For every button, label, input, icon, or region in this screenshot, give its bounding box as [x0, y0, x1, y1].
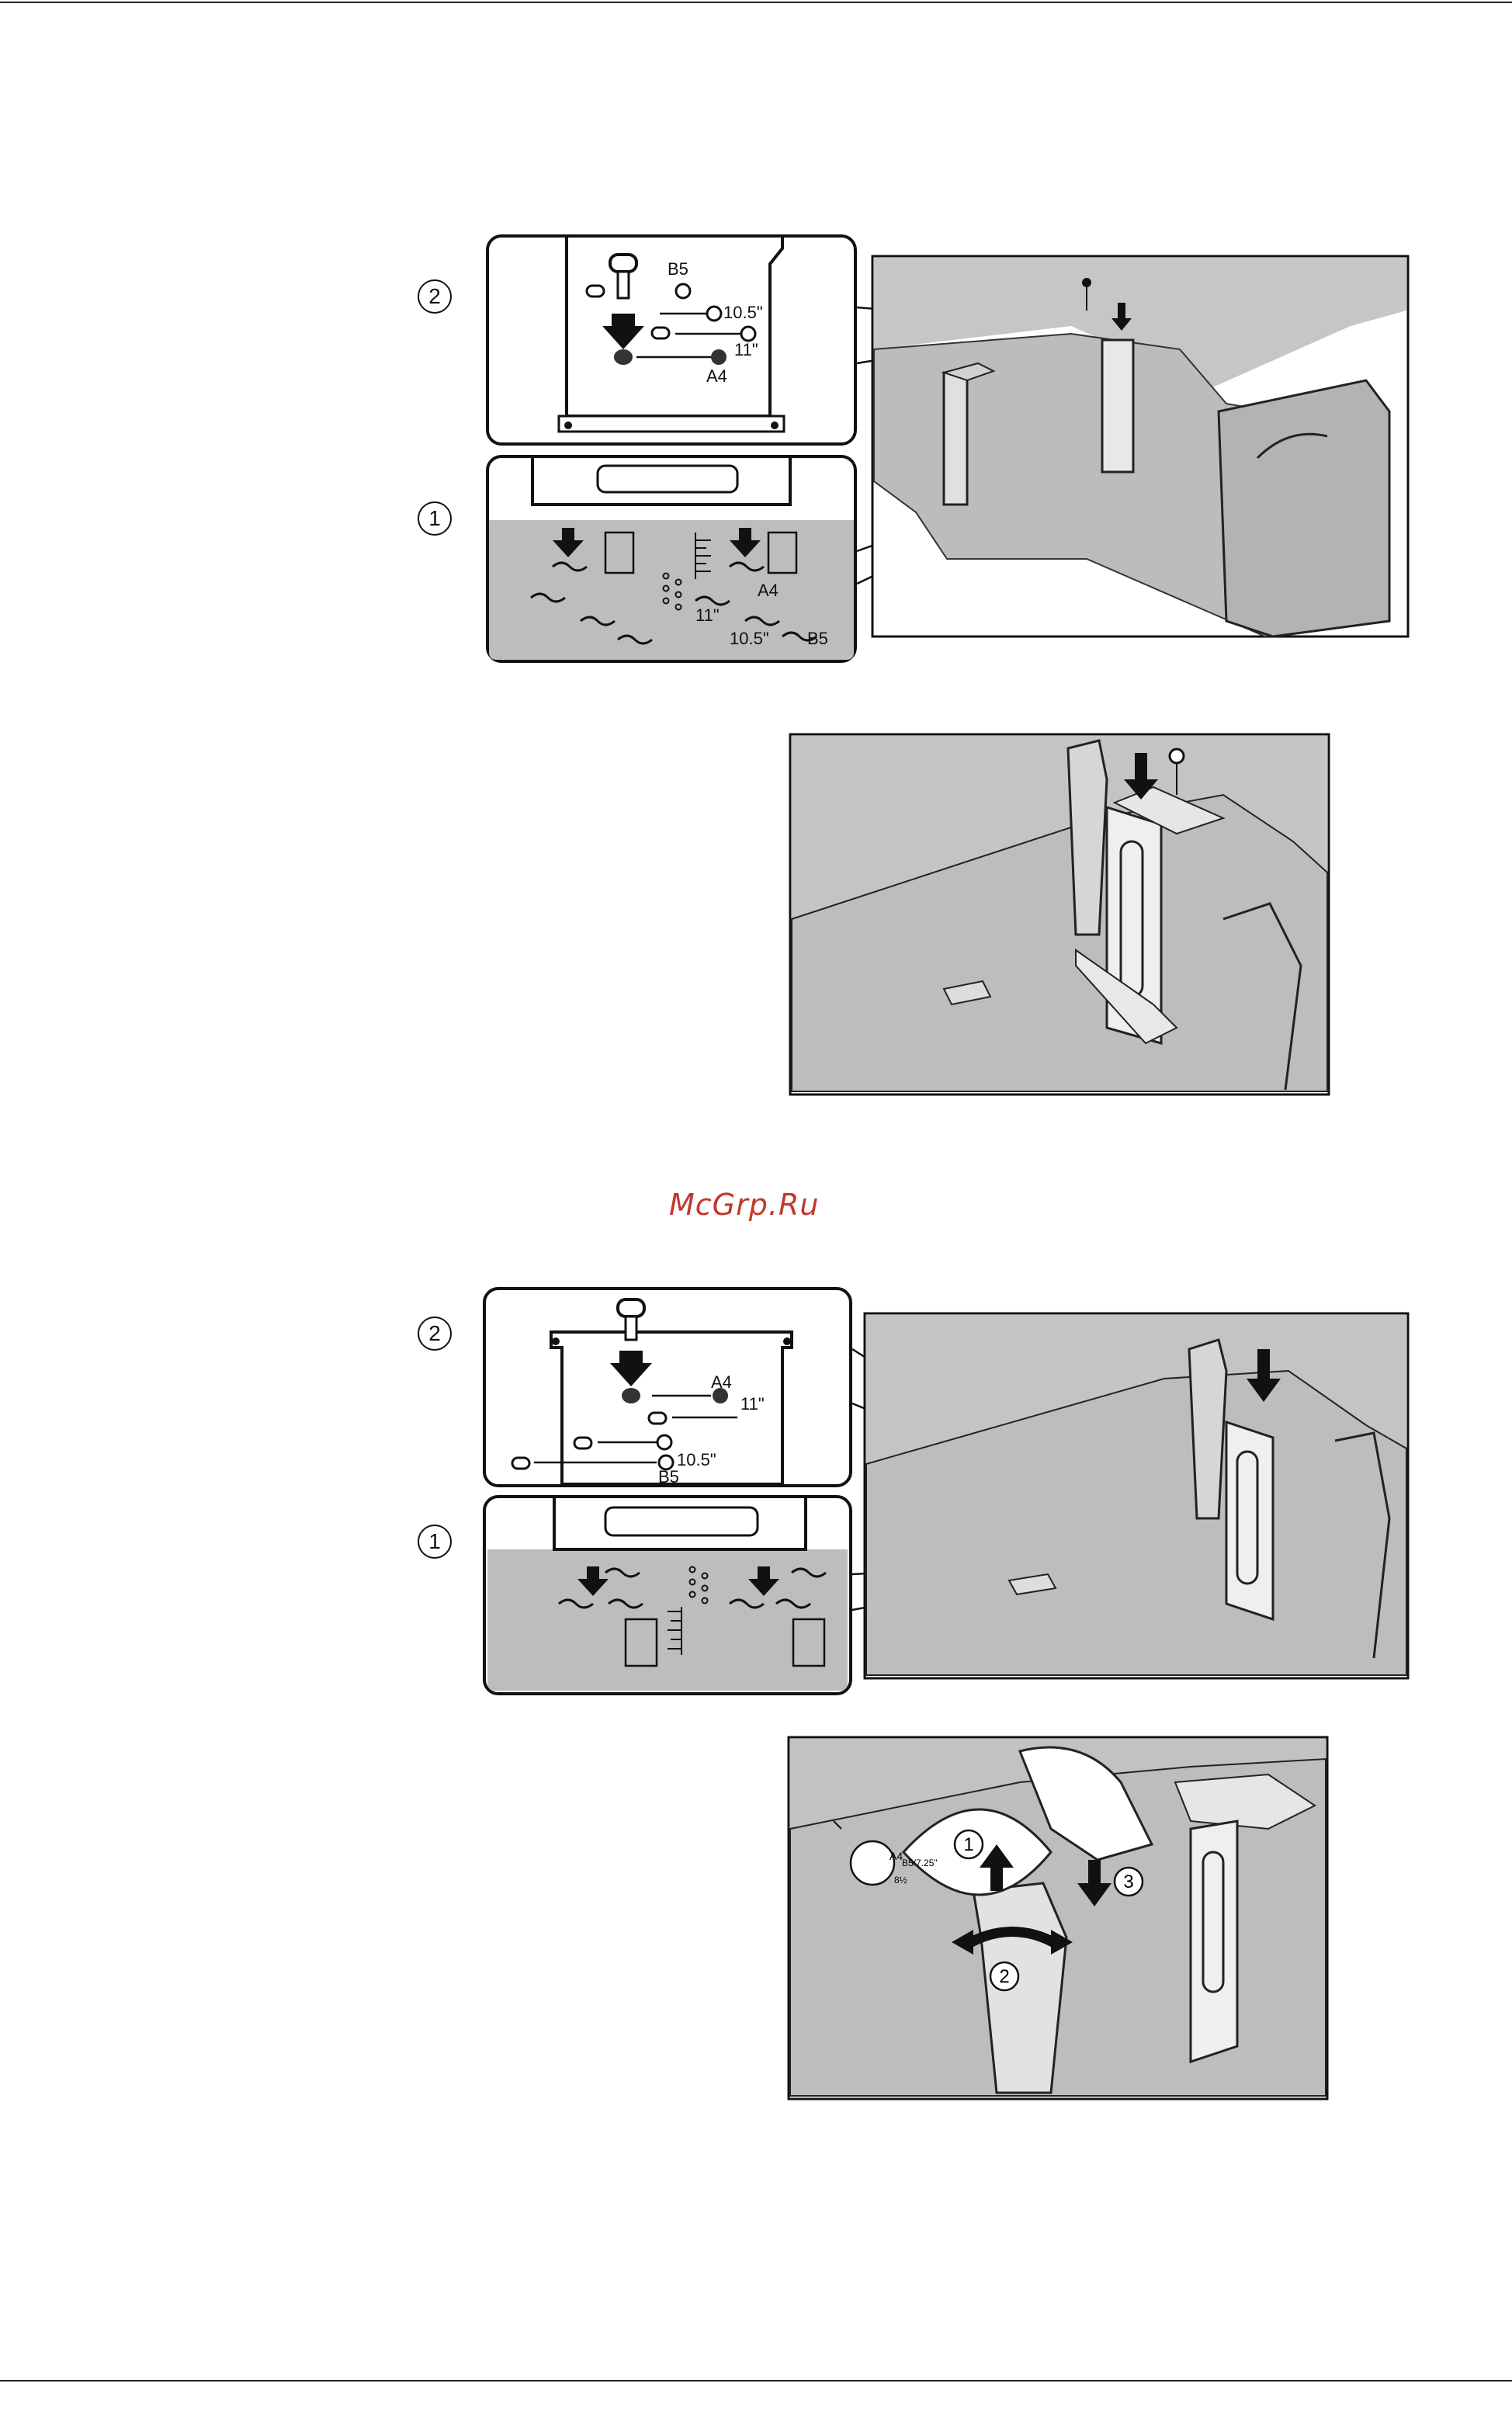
- label-11in: 11": [695, 605, 720, 625]
- label-10-5in: 10.5": [723, 303, 763, 322]
- label-10-5in: 10.5": [730, 629, 769, 648]
- figure-4-illustration: 1 2 3 A4 B5/7.25" 8½: [787, 1736, 1330, 2102]
- watermark: McGrp.Ru: [669, 1188, 871, 1222]
- label-11in: 11": [740, 1394, 765, 1414]
- label-b5: B5: [807, 629, 828, 648]
- step-marker-2-label: 2: [999, 1966, 1009, 1987]
- bottom-rule: [0, 2380, 1512, 2382]
- label-a4: A4: [758, 581, 779, 600]
- tray-drawing-1: [872, 256, 1408, 637]
- step-marker-1-label: 1: [963, 1834, 973, 1855]
- dial-label-8-5: 8½: [894, 1875, 907, 1885]
- inset-top: [484, 1289, 851, 1486]
- dial-label-a4: A4: [890, 1850, 903, 1862]
- figure-2-illustration: [789, 733, 1332, 1098]
- step-marker-1: 1: [418, 501, 452, 536]
- label-a4: A4: [706, 366, 727, 386]
- figure-1-illustration: B5 10.5" 11" A4 A4 11" 10.5" B5: [481, 233, 1413, 668]
- top-rule: [0, 2, 1512, 3]
- step-marker-1: 1: [418, 1525, 452, 1559]
- dial-label-b5: B5/7.25": [902, 1858, 938, 1868]
- label-b5: B5: [658, 1467, 679, 1487]
- tray-drawing-3: [865, 1313, 1408, 1678]
- label-11in: 11": [734, 340, 758, 359]
- step-marker-2: 2: [418, 1317, 452, 1351]
- step-marker-2: 2: [418, 279, 452, 314]
- label-b5: B5: [668, 259, 688, 279]
- inset-bottom: [484, 1497, 851, 1694]
- label-a4: A4: [711, 1372, 732, 1392]
- figure-3-illustration: A4 11" 10.5" B5: [481, 1285, 1413, 1697]
- inset-bottom: [487, 456, 855, 661]
- step-marker-3-label: 3: [1123, 1872, 1133, 1892]
- label-10-5in: 10.5": [677, 1450, 716, 1469]
